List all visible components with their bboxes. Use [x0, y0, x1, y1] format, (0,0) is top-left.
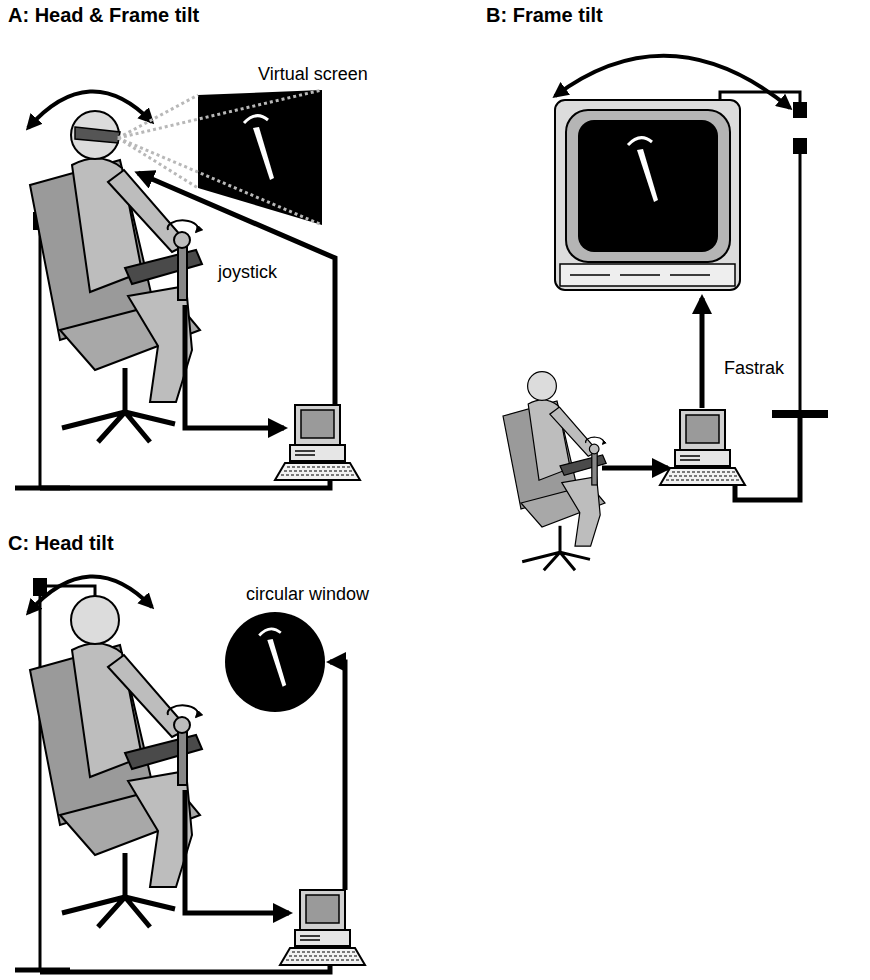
part-label: Virtual screen — [258, 64, 368, 85]
part-label: joystick — [218, 262, 277, 283]
panel-heading: C: Head tilt — [8, 532, 114, 555]
panel-heading: A: Head & Frame tilt — [8, 4, 199, 27]
panel-b-illustration — [503, 56, 828, 570]
part-label: circular window — [246, 584, 369, 605]
panel-heading: B: Frame tilt — [486, 4, 603, 27]
panel-a-illustration — [15, 90, 360, 488]
panel-c-illustration — [15, 576, 365, 972]
part-label: Fastrak — [722, 358, 786, 379]
